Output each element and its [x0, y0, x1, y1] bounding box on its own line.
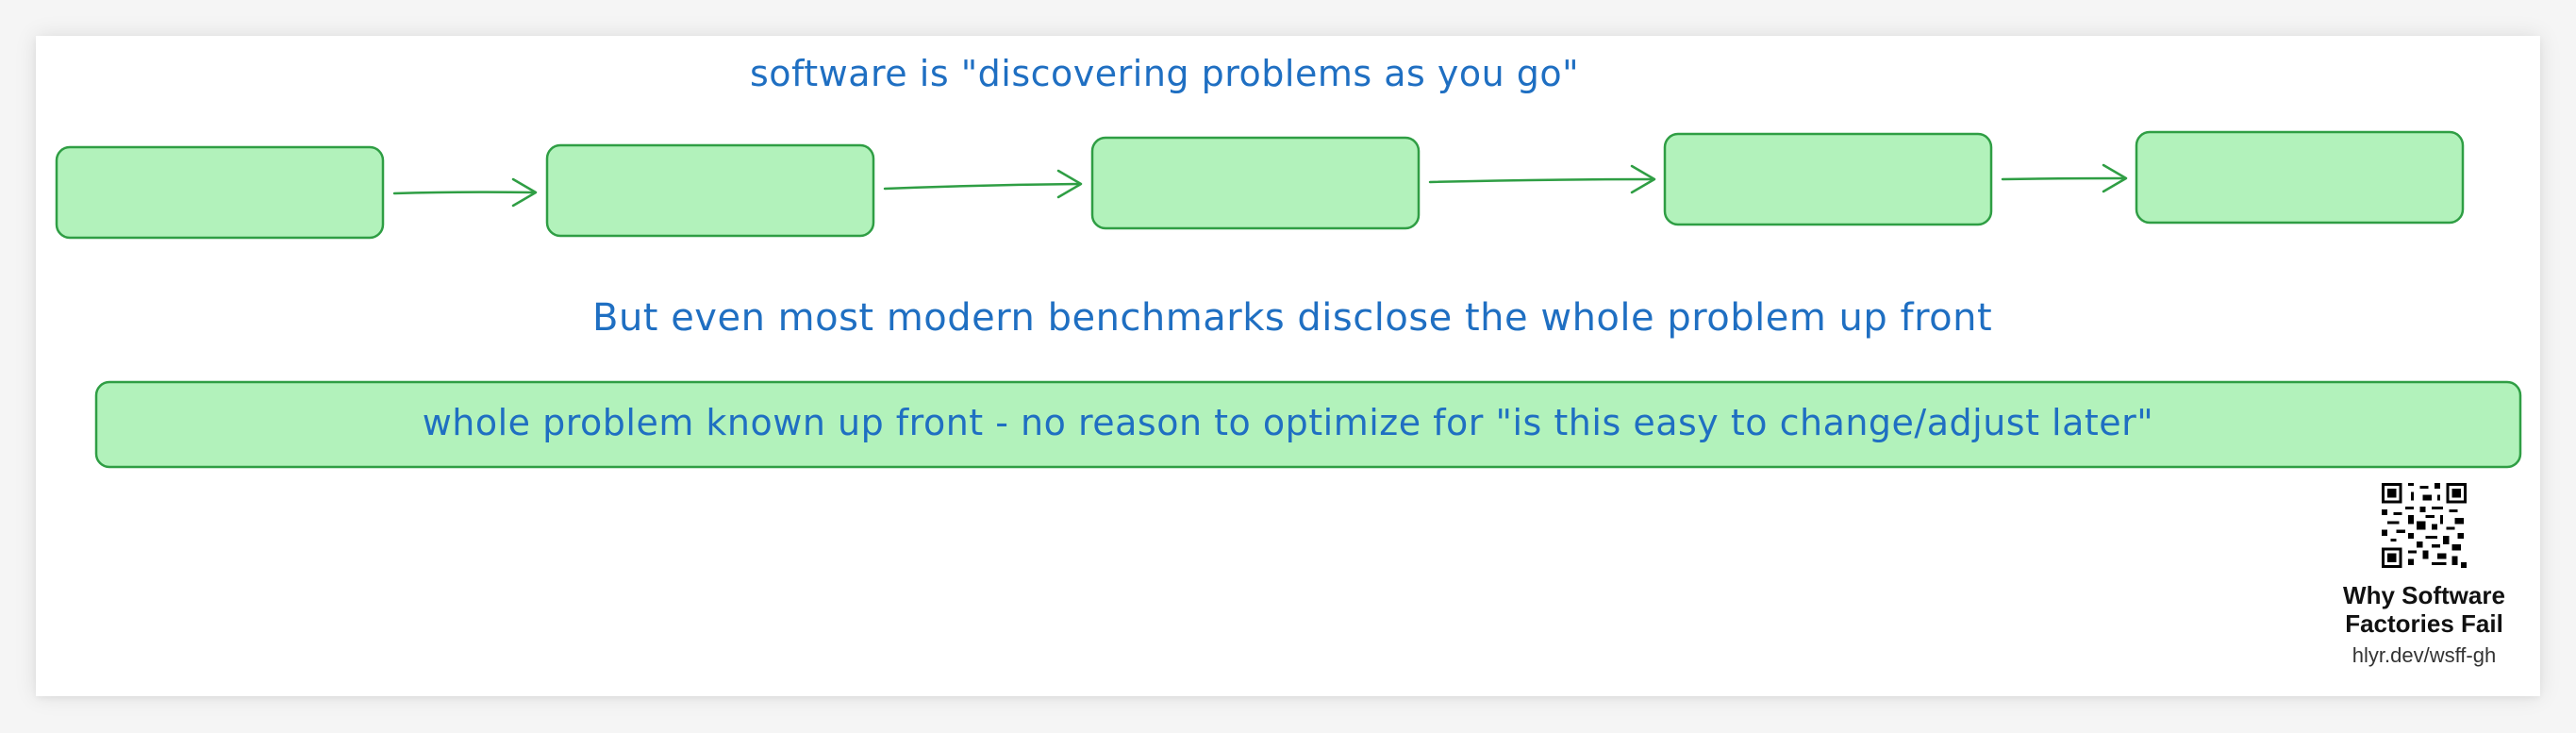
qr-title-line-1: Why Software: [2343, 581, 2505, 609]
flow-step-box-3: [1090, 136, 1421, 230]
whole-problem-box: [94, 380, 2522, 469]
flow-arrow-3: [1428, 177, 1654, 184]
flow-step-box-1: [55, 145, 385, 240]
flow-arrow-3-head: [1630, 164, 1656, 194]
flow-arrow-1: [392, 191, 536, 195]
top-caption: software is "discovering problems as you…: [750, 53, 1580, 94]
flow-arrow-2-head: [1056, 169, 1083, 199]
flow-arrow-1-head: [511, 177, 538, 208]
qr-title-line-2: Factories Fail: [2345, 609, 2503, 638]
qr-code-icon[interactable]: [2382, 483, 2467, 568]
flow-arrow-2: [883, 182, 1081, 191]
flow-arrow-4: [2001, 176, 2126, 181]
whole-problem-label: whole problem known up front - no reason…: [422, 402, 2154, 443]
flow-step-box-4: [1663, 132, 1993, 226]
qr-url[interactable]: hlyr.dev/wsff-gh: [2352, 643, 2497, 667]
flow-arrow-4-head: [2102, 163, 2128, 193]
flow-step-box-2: [545, 143, 875, 238]
middle-caption: But even most modern benchmarks disclose…: [592, 296, 1993, 340]
flow-step-box-5: [2135, 130, 2465, 225]
qr-footer: Why Software Factories Fail hlyr.dev/wsf…: [2330, 483, 2518, 668]
